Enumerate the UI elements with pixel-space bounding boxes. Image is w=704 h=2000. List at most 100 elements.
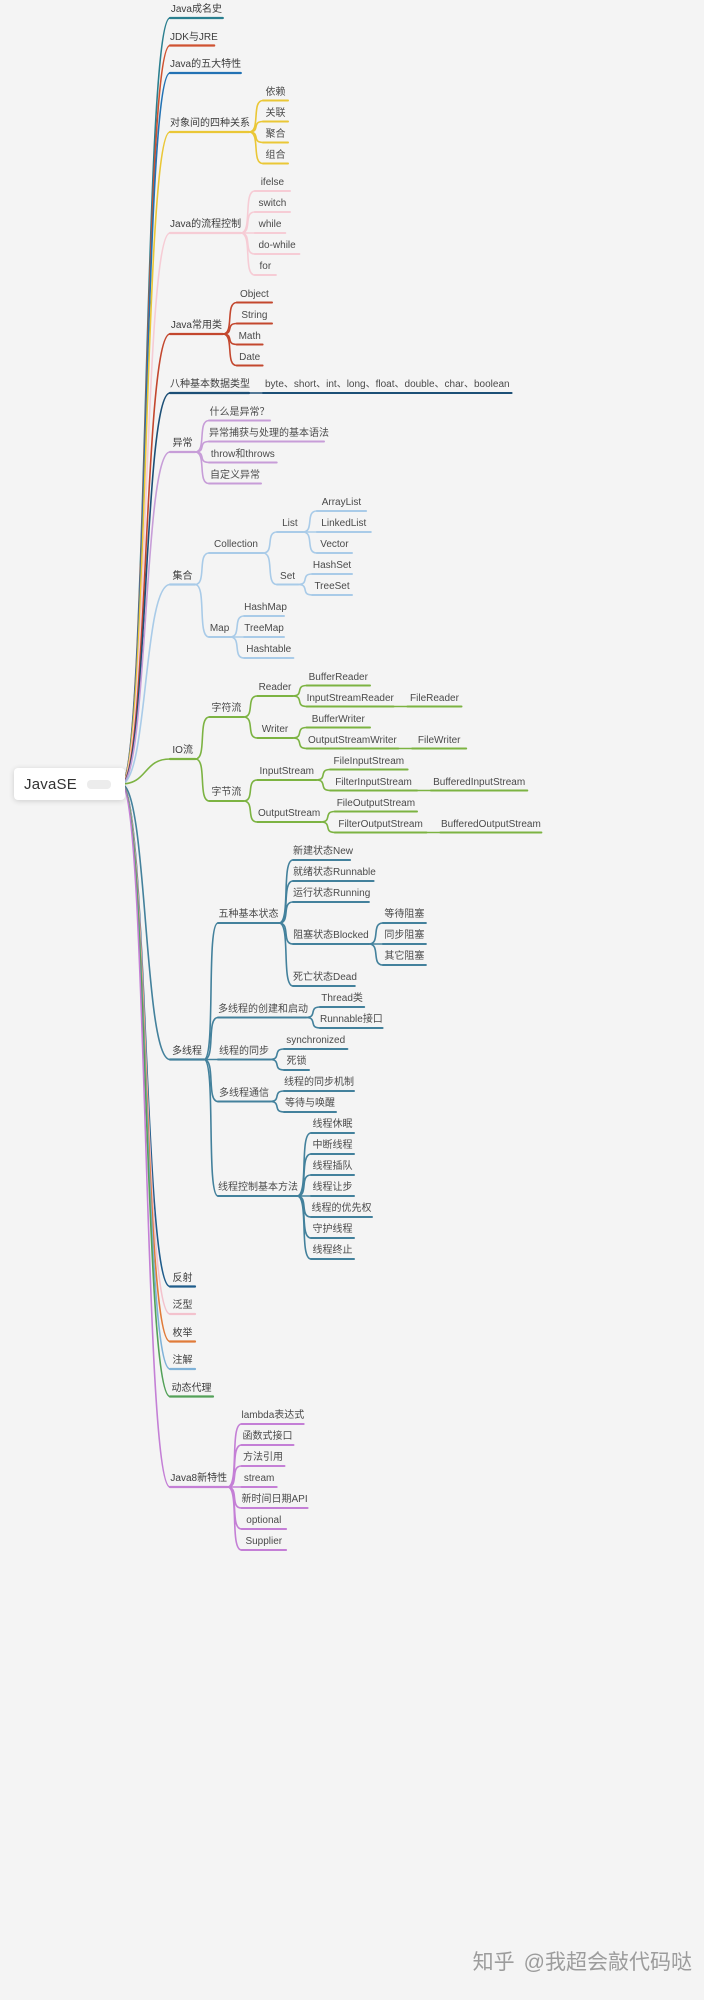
mindmap-node[interactable]: Date xyxy=(239,351,261,363)
mindmap-node[interactable]: 等待阻塞 xyxy=(384,909,425,920)
mindmap-node[interactable]: 五种基本状态 xyxy=(218,909,279,920)
mindmap-node[interactable]: 八种基本数据类型 xyxy=(170,379,250,390)
mindmap-node[interactable]: 注解 xyxy=(172,1355,193,1366)
mindmap-node[interactable]: InputStreamReader xyxy=(306,692,394,704)
mindmap-node[interactable]: BufferedInputStream xyxy=(433,776,526,788)
mindmap-node[interactable]: 泛型 xyxy=(172,1300,193,1311)
mindmap-node[interactable]: 字符流 xyxy=(211,703,242,714)
mindmap-node[interactable]: throw和throws xyxy=(210,448,275,460)
mindmap-node[interactable]: 运行状态Running xyxy=(293,888,371,899)
mindmap-node[interactable]: Thread类 xyxy=(321,993,363,1004)
mindmap-node[interactable]: 新时间日期API xyxy=(241,1494,308,1505)
mindmap-node[interactable]: 异常捕获与处理的基本语法 xyxy=(209,427,329,439)
mindmap-node[interactable]: OutputStreamWriter xyxy=(308,734,397,746)
mindmap-node[interactable]: 什么是异常？ xyxy=(209,406,270,418)
mindmap-node[interactable]: 对象间的四种关系 xyxy=(170,118,250,129)
mindmap-node[interactable]: FileInputStream xyxy=(333,755,405,767)
mindmap-node[interactable]: 反射 xyxy=(172,1272,193,1284)
mindmap-node[interactable]: FilterOutputStream xyxy=(338,818,423,830)
mindmap-node[interactable]: ArrayList xyxy=(321,497,362,508)
mindmap-node[interactable]: 线程控制基本方法 xyxy=(218,1182,298,1193)
mindmap-node[interactable]: switch xyxy=(258,198,287,209)
mindmap-node[interactable]: 就绪状态Runnable xyxy=(293,867,376,878)
mindmap-node[interactable]: Math xyxy=(238,330,261,342)
mindmap-node[interactable]: Java常用类 xyxy=(170,320,222,331)
mindmap-node[interactable]: FileReader xyxy=(410,692,459,704)
mindmap-node[interactable]: Java的流程控制 xyxy=(170,219,242,230)
mindmap-node[interactable]: Writer xyxy=(261,724,289,735)
mindmap-node[interactable]: Java成名史 xyxy=(170,4,222,15)
mindmap-node[interactable]: 函数式接口 xyxy=(242,1431,293,1442)
mindmap-node[interactable]: 其它阻塞 xyxy=(384,951,425,962)
mindmap-node[interactable]: Vector xyxy=(320,539,349,550)
mindmap-node[interactable]: 方法引用 xyxy=(243,1452,283,1463)
mindmap-node[interactable]: Java的五大特性 xyxy=(170,59,242,70)
branch-curve xyxy=(120,583,171,785)
mindmap-node[interactable]: BufferWriter xyxy=(311,713,365,725)
mindmap-node[interactable]: 线程插队 xyxy=(312,1161,353,1172)
mindmap-node[interactable]: TreeMap xyxy=(244,623,284,634)
mindmap-node[interactable]: 线程的同步机制 xyxy=(284,1077,354,1088)
mindmap-node[interactable]: FilterInputStream xyxy=(335,776,412,788)
mindmap-node[interactable]: 聚合 xyxy=(265,128,286,140)
mindmap-node[interactable]: LinkedList xyxy=(321,518,367,529)
mindmap-node[interactable]: 线程让步 xyxy=(312,1182,353,1193)
mindmap-node[interactable]: 线程的同步 xyxy=(219,1045,269,1057)
mindmap-node[interactable]: Collection xyxy=(214,539,258,550)
mindmap-node[interactable]: 死锁 xyxy=(286,1056,307,1067)
mindmap-node[interactable]: HashSet xyxy=(312,560,352,571)
mindmap-node[interactable]: BufferedOutputStream xyxy=(440,818,541,830)
mindmap-node[interactable]: 中断线程 xyxy=(312,1140,353,1151)
mindmap-node[interactable]: optional xyxy=(246,1515,282,1526)
mindmap-node[interactable]: 字节流 xyxy=(211,787,242,798)
mindmap-node[interactable]: FileOutputStream xyxy=(336,797,416,809)
mindmap-node[interactable]: 守护线程 xyxy=(312,1224,353,1235)
mindmap-node[interactable]: 阻塞状态Blocked xyxy=(293,930,369,941)
root-node[interactable]: JavaSE xyxy=(14,768,125,800)
mindmap-node[interactable]: byte、short、int、long、float、double、char、bo… xyxy=(265,379,510,390)
mindmap-node[interactable]: TreeSet xyxy=(314,581,350,592)
mindmap-node[interactable]: 关联 xyxy=(265,107,286,119)
mindmap-node[interactable]: InputStream xyxy=(259,766,314,777)
mindmap-node[interactable]: Map xyxy=(209,623,230,634)
mindmap-node[interactable]: 多线程通信 xyxy=(219,1087,269,1099)
mindmap-node[interactable]: Supplier xyxy=(245,1536,283,1547)
mindmap-node[interactable]: 线程的优先权 xyxy=(311,1203,372,1214)
mindmap-node[interactable]: 线程终止 xyxy=(312,1245,353,1256)
mindmap-node[interactable]: OutputStream xyxy=(257,808,321,819)
mindmap-node[interactable]: Object xyxy=(239,288,269,300)
mindmap-node[interactable]: 集合 xyxy=(172,570,193,582)
mindmap-node[interactable]: 自定义异常 xyxy=(210,469,260,481)
mindmap-node[interactable]: ifelse xyxy=(260,177,285,188)
mindmap-node[interactable]: Runnable接口 xyxy=(320,1014,383,1025)
mindmap-node[interactable]: 新建状态New xyxy=(293,846,354,857)
mindmap-node[interactable]: 等待与唤醒 xyxy=(285,1098,335,1109)
mindmap-node[interactable]: 同步阻塞 xyxy=(384,930,425,941)
mindmap-node[interactable]: Reader xyxy=(258,682,292,693)
mindmap-node[interactable]: do-while xyxy=(258,240,296,251)
mindmap-node[interactable]: synchronized xyxy=(286,1035,346,1046)
mindmap-node[interactable]: JDK与JRE xyxy=(170,31,218,43)
mindmap-node[interactable]: List xyxy=(282,518,298,529)
mindmap-node[interactable]: BufferReader xyxy=(308,671,368,683)
mindmap-node[interactable]: FileWriter xyxy=(417,734,461,746)
mindmap-node[interactable]: for xyxy=(259,261,272,272)
mindmap-node[interactable]: IO流 xyxy=(172,745,193,756)
mindmap-node[interactable]: 枚举 xyxy=(172,1327,193,1339)
mindmap-node[interactable]: Java8新特性 xyxy=(170,1473,228,1484)
mindmap-node[interactable]: String xyxy=(241,309,268,321)
mindmap-node[interactable]: 多线程的创建和启动 xyxy=(218,1003,308,1015)
mindmap-node[interactable]: 组合 xyxy=(265,149,286,161)
mindmap-node[interactable]: 死亡状态Dead xyxy=(293,972,357,983)
mindmap-node[interactable]: Set xyxy=(280,570,296,582)
mindmap-node[interactable]: 线程休眠 xyxy=(312,1119,353,1130)
mindmap-node[interactable]: 依赖 xyxy=(265,86,286,98)
mindmap-node[interactable]: Hashtable xyxy=(246,644,292,655)
mindmap-node[interactable]: HashMap xyxy=(244,602,287,613)
mindmap-node[interactable]: 多线程 xyxy=(172,1045,202,1057)
mindmap-node[interactable]: stream xyxy=(243,1473,275,1484)
mindmap-node[interactable]: 异常 xyxy=(172,438,193,449)
mindmap-node[interactable]: lambda表达式 xyxy=(241,1410,305,1421)
mindmap-node[interactable]: 动态代理 xyxy=(171,1382,212,1394)
mindmap-node[interactable]: while xyxy=(258,219,282,230)
